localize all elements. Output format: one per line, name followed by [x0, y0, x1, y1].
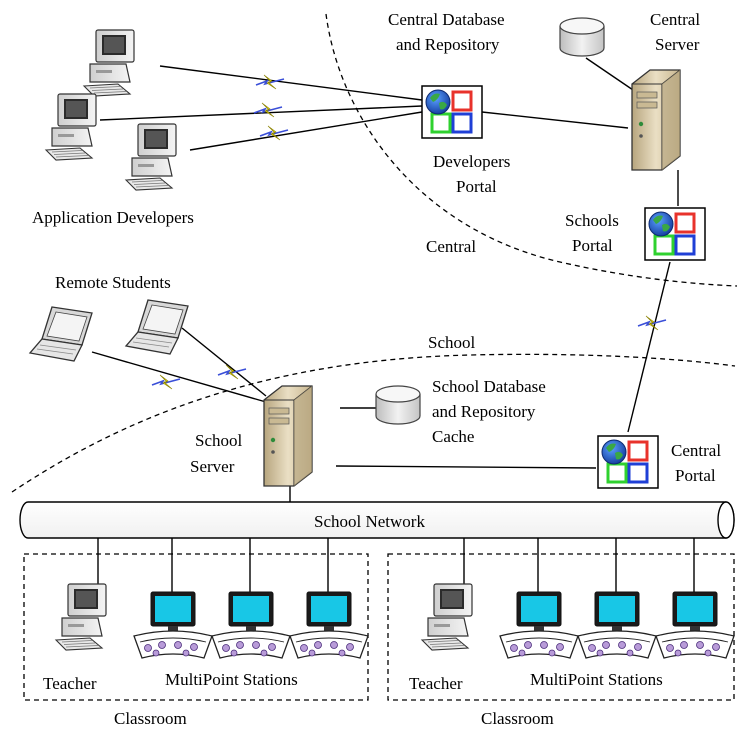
multipoint-stations-label: MultiPoint Stations	[165, 670, 298, 689]
central-database-icon	[559, 17, 605, 57]
multipoint-station-icon	[289, 591, 369, 659]
school-server-label: Server	[190, 457, 235, 476]
network-drops	[97, 538, 695, 592]
schools-portal-icon	[643, 206, 707, 262]
application-developers-label: Application Developers	[32, 208, 194, 227]
school-database-label: Cache	[432, 427, 474, 446]
developers-portal-label: Portal	[456, 177, 497, 196]
central-portal-icon	[596, 434, 660, 490]
multipoint-station-icon	[211, 591, 291, 659]
classroom-right-boundary	[387, 553, 735, 701]
central-server-label: Central	[650, 10, 700, 29]
connections	[91, 57, 679, 502]
remote-students-label: Remote Students	[55, 273, 171, 292]
multipoint-station-icon	[133, 591, 213, 659]
multipoint-station-icon	[499, 591, 579, 659]
central-server-label: Server	[655, 35, 700, 54]
teacher-label: Teacher	[43, 674, 97, 693]
central-portal-label: Central	[671, 441, 721, 460]
remote-student-laptop-icon	[125, 299, 189, 355]
wireless-link-icon	[637, 315, 667, 331]
schools-portal-label: Schools	[565, 211, 619, 230]
classroom-left-boundary	[23, 553, 369, 701]
school-server-label: School	[195, 431, 243, 450]
teacher-desktop-icon	[421, 583, 473, 651]
school-server-icon	[263, 385, 313, 487]
developer-desktop-icon	[83, 29, 135, 97]
wireless-link-icon	[253, 102, 283, 118]
school-region-label: School	[428, 333, 476, 352]
central-region-label: Central	[426, 237, 476, 256]
school-network-bus	[19, 501, 735, 539]
developer-desktop-icon	[125, 123, 177, 191]
developer-desktop-icon	[45, 93, 97, 161]
classroom-label: Classroom	[481, 709, 554, 728]
school-database-icon	[375, 385, 421, 425]
multipoint-station-icon	[655, 591, 735, 659]
central-database-label: Central Database	[388, 10, 505, 29]
wireless-link-icon	[151, 374, 181, 390]
multipoint-station-icon	[577, 591, 657, 659]
schools-portal-label: Portal	[572, 236, 613, 255]
central-server-icon	[631, 69, 681, 171]
school-database-label: and Repository	[432, 402, 536, 421]
school-database-label: School Database	[432, 377, 546, 396]
classroom-label: Classroom	[114, 709, 187, 728]
teacher-desktop-icon	[55, 583, 107, 651]
developers-portal-label: Developers	[433, 152, 510, 171]
school-network-label: School Network	[314, 512, 425, 531]
multipoint-stations-label: MultiPoint Stations	[530, 670, 663, 689]
developers-portal-icon	[420, 84, 484, 140]
teacher-label: Teacher	[409, 674, 463, 693]
central-portal-label: Portal	[675, 466, 716, 485]
central-database-label: and Repository	[396, 35, 500, 54]
remote-student-laptop-icon	[29, 306, 93, 362]
school-region-boundary	[11, 353, 736, 493]
